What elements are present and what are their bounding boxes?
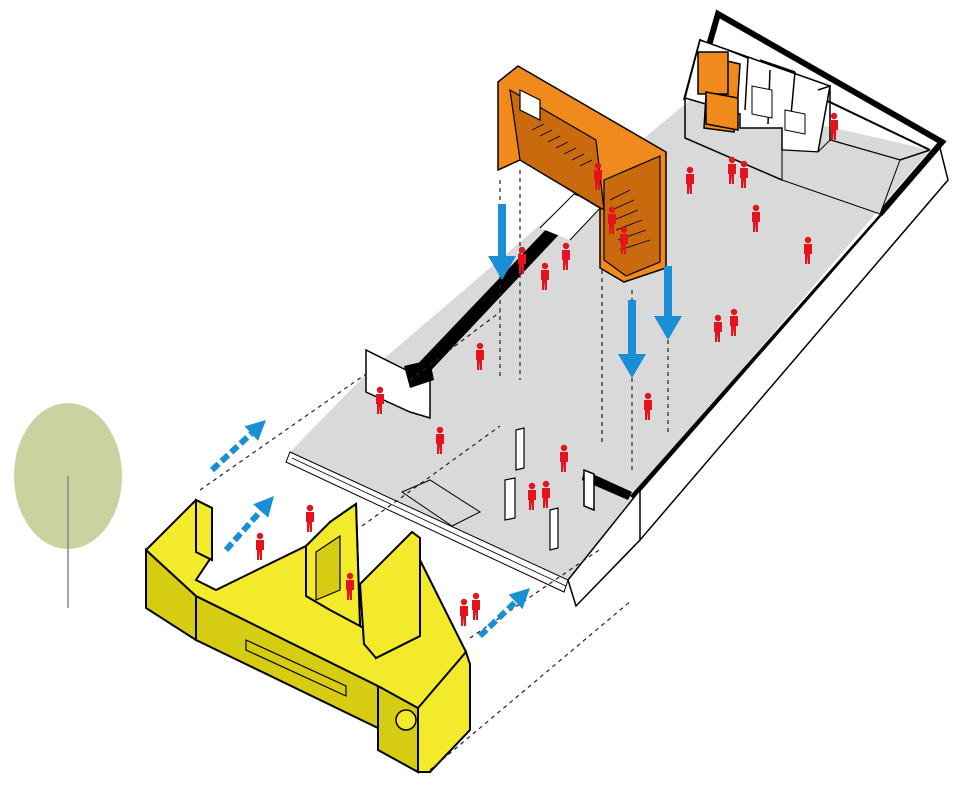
person-figure [436, 426, 444, 454]
person-figure [306, 504, 314, 532]
person-figure [560, 444, 568, 472]
person-figure [472, 592, 480, 620]
main-hall-floor [290, 96, 930, 580]
person-figure [518, 246, 526, 274]
person-figure [730, 308, 738, 336]
entry-threshold-line [291, 457, 567, 587]
entry-left-wall-cap [404, 360, 434, 388]
entry-arrow-2 [223, 496, 274, 552]
pillars [504, 427, 559, 551]
person-figure [594, 162, 602, 190]
down-arrow-2 [618, 300, 646, 378]
down-arrow-1 [488, 204, 516, 280]
person-figure [256, 532, 264, 560]
person-figure [376, 386, 384, 414]
person-figure [608, 206, 616, 234]
person-figure [714, 314, 722, 342]
person-figure [460, 598, 468, 626]
flow-arrows [209, 204, 682, 639]
entry-threshold [285, 451, 569, 593]
corner-wall-right [567, 487, 641, 608]
person-figure [686, 166, 694, 194]
entry-arrow-3 [477, 588, 530, 639]
people-figures [256, 112, 838, 626]
hall-left-wall [410, 200, 585, 380]
corner-wall-block [583, 468, 595, 512]
entry-arrow-1 [209, 420, 266, 473]
person-figure [644, 392, 652, 420]
person-figure [541, 262, 549, 290]
person-figure [542, 480, 550, 508]
down-arrow-3 [654, 266, 682, 340]
person-figure [740, 160, 748, 188]
person-figure [804, 236, 812, 264]
person-figure [728, 156, 736, 184]
person-figure [830, 112, 838, 140]
person-figure [346, 572, 354, 600]
person-figure [528, 482, 536, 510]
person-figure [562, 242, 570, 270]
tree [14, 403, 122, 608]
person-figure [752, 204, 760, 232]
person-figure [476, 342, 484, 370]
service-rooms [684, 39, 931, 215]
yellow-entrance-volume [144, 498, 471, 774]
person-figure [620, 226, 628, 254]
